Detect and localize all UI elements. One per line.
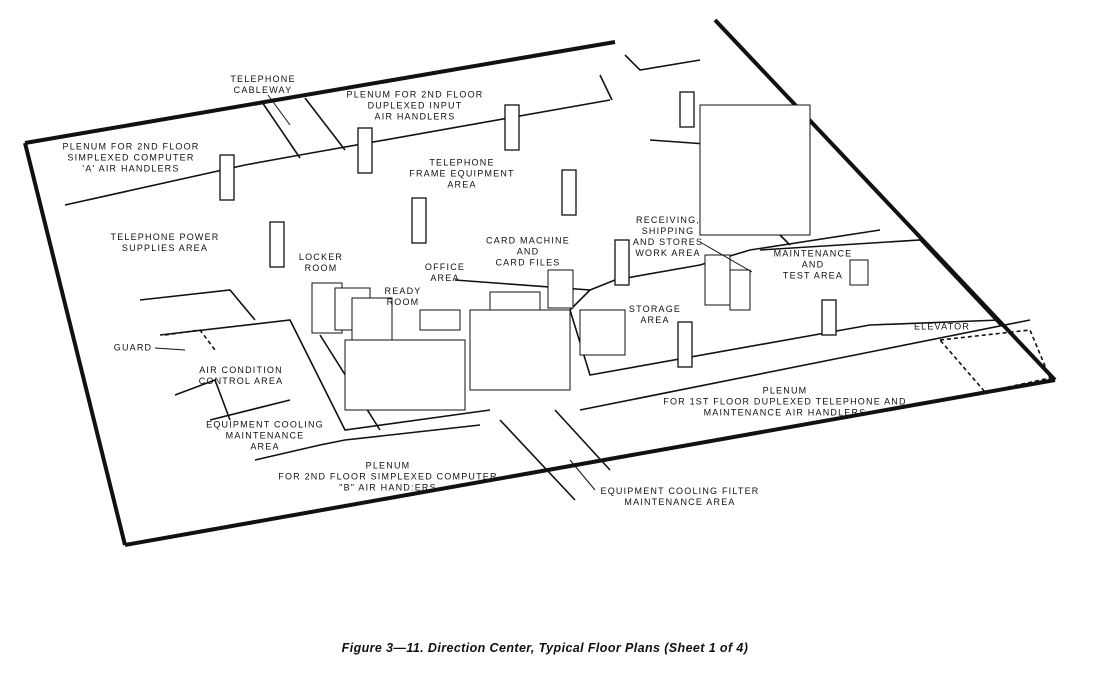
label-plenum-1st-floor: PLENUM FOR 1ST FLOOR DUPLEXED TELEPHONE … [663,385,907,418]
label-telephone-frame: TELEPHONE FRAME EQUIPMENT AREA [409,157,515,190]
label-elevator: ELEVATOR [913,321,971,332]
label-plenum-duplexed-input: PLENUM FOR 2ND FLOOR DUPLEXED INPUT AIR … [346,89,484,122]
label-office-area: OFFICE AREA [424,262,466,283]
label-cooling-filter: EQUIPMENT COOLING FILTER MAINTENANCE ARE… [600,486,760,507]
label-locker-room: LOCKER ROOM [298,252,344,273]
label-plenum-simplexed-a: PLENUM FOR 2ND FLOOR SIMPLEXED COMPUTER … [62,141,200,174]
label-air-condition: AIR CONDITION CONTROL AREA [198,365,284,386]
columns [219,91,837,368]
leader-lines [154,94,753,491]
label-telephone-power: TELEPHONE POWER SUPPLIES AREA [110,232,220,253]
label-ready-room: READY ROOM [384,286,422,307]
label-storage: STORAGE AREA [628,304,682,325]
building-outline [23,18,1057,547]
equipment-blocks [311,104,869,411]
label-telephone-cableway: TELEPHONE CABLEWAY [230,74,296,95]
label-guard: GUARD [113,342,153,353]
label-receiving: RECEIVING, SHIPPING AND STORES WORK AREA [632,215,704,258]
label-maintenance-test: MAINTENANCE AND TEST AREA [773,248,853,281]
figure-caption: Figure 3—11. Direction Center, Typical F… [341,641,749,655]
label-card-machine: CARD MACHINE AND CARD FILES [486,235,570,268]
label-plenum-simplexed-b: PLENUM FOR 2ND FLOOR SIMPLEXED COMPUTER … [278,460,498,493]
label-equipment-cooling-maint: EQUIPMENT COOLING MAINTENANCE AREA [206,419,324,452]
